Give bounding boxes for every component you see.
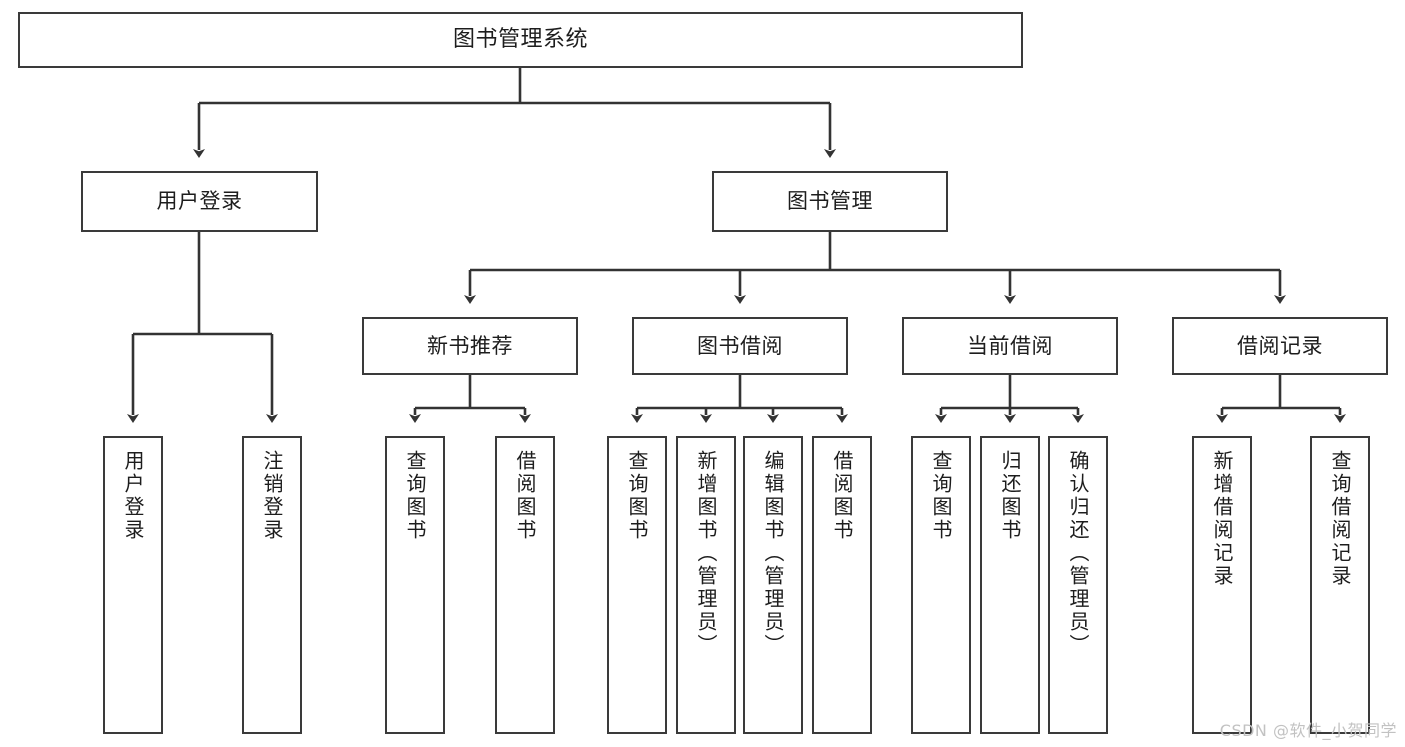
node-book-manage[interactable]: 图书管理 [712,171,948,232]
leaf-logout-login[interactable]: 注销登录 [242,436,302,734]
node-new-book-rec-label: 新书推荐 [427,333,513,358]
leaf-query-book-1-label: 查询图书 [403,450,427,542]
leaf-query-book-3[interactable]: 查询图书 [911,436,971,734]
leaf-query-book-1[interactable]: 查询图书 [385,436,445,734]
leaf-add-record-label: 新增借阅记录 [1210,450,1234,588]
leaf-query-book-2-label: 查询图书 [625,450,649,542]
node-book-borrow-label: 图书借阅 [697,333,783,358]
node-borrow-record-label: 借阅记录 [1237,333,1323,358]
leaf-borrow-book-1-label: 借阅图书 [513,450,537,542]
leaf-user-login-label: 用户登录 [121,450,145,542]
leaf-query-record-label: 查询借阅记录 [1328,450,1352,588]
leaf-user-login[interactable]: 用户登录 [103,436,163,734]
node-borrow-record[interactable]: 借阅记录 [1172,317,1388,375]
leaf-confirm-return-label: 确认归还（管理员） [1066,450,1090,657]
leaf-confirm-return[interactable]: 确认归还（管理员） [1048,436,1108,734]
leaf-query-book-3-label: 查询图书 [929,450,953,542]
leaf-return-book[interactable]: 归还图书 [980,436,1040,734]
node-root[interactable]: 图书管理系统 [18,12,1023,68]
leaf-add-book-label: 新增图书（管理员） [694,450,718,657]
node-user-login-label: 用户登录 [156,189,243,214]
node-new-book-rec[interactable]: 新书推荐 [362,317,578,375]
leaf-query-record[interactable]: 查询借阅记录 [1310,436,1370,734]
node-current-borrow[interactable]: 当前借阅 [902,317,1118,375]
leaf-add-book[interactable]: 新增图书（管理员） [676,436,736,734]
node-book-borrow[interactable]: 图书借阅 [632,317,848,375]
leaf-borrow-book-1[interactable]: 借阅图书 [495,436,555,734]
leaf-add-record[interactable]: 新增借阅记录 [1192,436,1252,734]
node-book-manage-label: 图书管理 [787,189,873,214]
leaf-return-book-label: 归还图书 [998,450,1022,542]
leaf-edit-book[interactable]: 编辑图书（管理员） [743,436,803,734]
leaf-edit-book-label: 编辑图书（管理员） [761,450,785,657]
leaf-borrow-book-2[interactable]: 借阅图书 [812,436,872,734]
node-user-login[interactable]: 用户登录 [81,171,318,232]
leaf-logout-login-label: 注销登录 [260,450,284,542]
leaf-query-book-2[interactable]: 查询图书 [607,436,667,734]
node-root-label: 图书管理系统 [452,27,588,53]
leaf-borrow-book-2-label: 借阅图书 [830,450,854,542]
csdn-watermark: CSDN @软件_小贺同学 [1219,721,1397,740]
node-current-borrow-label: 当前借阅 [967,333,1053,358]
